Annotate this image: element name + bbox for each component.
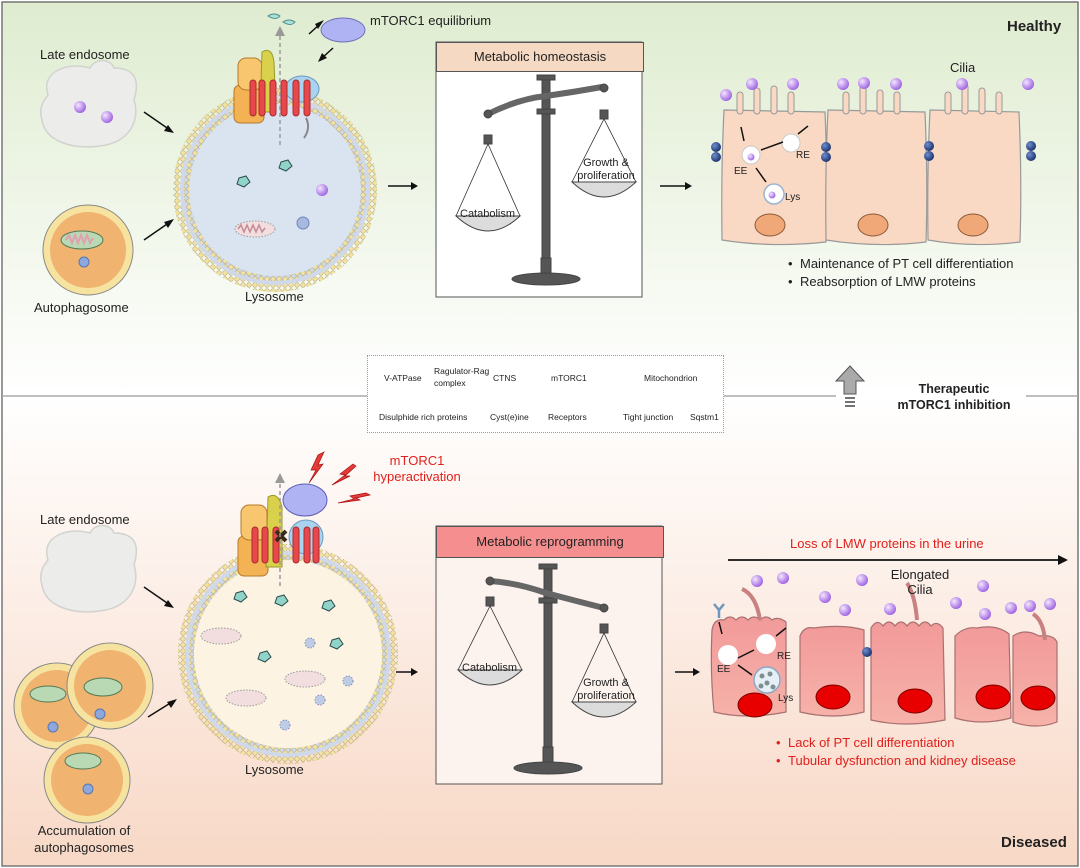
ctns-loss-x-icon — [274, 529, 288, 543]
legend-item-sqstm1: Sqstm1 — [690, 412, 719, 422]
diseased-outcome-item: Lack of PT cell differentiation — [776, 734, 1016, 752]
arrow-autophagosome-to-lysosome — [143, 221, 171, 241]
arrow-endosome-to-lysosome — [143, 111, 171, 131]
diseased-outcomes: Lack of PT cell differentiation Tubular … — [776, 734, 1016, 770]
autophagosome-healthy — [42, 204, 134, 296]
legend-item-cystine: Cyst(e)ine — [490, 412, 529, 422]
therapy-line-1: Therapeutic — [918, 382, 990, 396]
lys-label-healthy: Lys — [785, 192, 801, 203]
tight-junction-diseased — [862, 647, 872, 657]
ee-label-diseased: EE — [717, 664, 731, 675]
legend-item-tight-junction: Tight junction — [623, 412, 674, 422]
late-endosome-label-healthy: Late endosome — [40, 47, 130, 62]
urine-loss-label: Loss of LMW proteins in the urine — [790, 536, 984, 551]
autophagosome-line-2: autophagosomes — [34, 840, 134, 855]
mtorc1-equilibrium-label: mTORC1 equilibrium — [370, 13, 492, 28]
legend-item-disulphide: Disulphide rich proteins — [379, 412, 468, 422]
late-endosome-diseased — [39, 524, 138, 613]
diseased-cell-5 — [1012, 631, 1058, 727]
re-label-healthy: RE — [796, 150, 810, 161]
autophagosome-label-healthy: Autophagosome — [34, 300, 129, 315]
healthy-epithelium — [711, 77, 1036, 246]
ctns — [249, 79, 311, 117]
lysosome-healthy — [173, 13, 377, 292]
legend-item-v-atpase: V-ATPase — [384, 373, 422, 383]
growth-label-healthy: Growth & proliferation — [576, 157, 636, 183]
therapy-label: Therapeutic mTORC1 inhibition — [880, 381, 1028, 413]
lysosome-label-healthy: Lysosome — [245, 289, 304, 304]
growth-label-diseased: Growth & proliferation — [576, 677, 636, 703]
growth-line-1-diseased: Growth & — [583, 677, 629, 689]
cystine-molecule — [278, 159, 293, 172]
healthy-cell-2 — [825, 109, 928, 246]
mtorc1-healthy — [320, 17, 366, 43]
autophagosome-label-diseased: Accumulation of autophagosomes — [24, 822, 144, 856]
hyperactivation-line-2: hyperactivation — [373, 469, 461, 484]
diseased-outcome-item: Tubular dysfunction and kidney disease — [776, 752, 1016, 770]
autophagosome-cluster-diseased — [13, 642, 154, 824]
legend-item-mitochondrion: Mitochondrion — [644, 373, 698, 383]
balance-title-healthy: Metabolic homeostasis — [436, 42, 644, 72]
diseased-cell-4 — [954, 626, 1012, 723]
mtorc1-diseased — [282, 483, 328, 517]
mtorc1-hyperactivation-label: mTORC1 hyperactivation — [362, 453, 472, 485]
re-label-diseased: RE — [777, 651, 791, 662]
receptor-icon-diseased — [713, 603, 725, 618]
lysosome-label-diseased: Lysosome — [245, 762, 304, 777]
balance-scale-diseased — [456, 563, 638, 775]
hyperactivation-line-1: mTORC1 — [389, 453, 445, 468]
lysosome-diseased — [178, 473, 398, 764]
balance-box-healthy — [435, 41, 643, 298]
diseased-panel-label: Diseased — [1001, 834, 1067, 851]
catabolism-label-diseased: Catabolism — [462, 662, 518, 674]
cilia-label-healthy: Cilia — [950, 60, 976, 75]
hyperactivation-bolt-icons — [308, 451, 372, 504]
growth-line-1: Growth & — [583, 157, 629, 169]
late-endosome-healthy — [39, 59, 138, 148]
autophagosome-line-1: Accumulation of — [37, 823, 131, 838]
ee-label-healthy: EE — [734, 166, 748, 177]
elongated-line-1: Elongated — [890, 567, 950, 582]
healthy-outcomes: Maintenance of PT cell differentiation R… — [788, 255, 1013, 291]
balance-scale-healthy — [454, 74, 638, 286]
diseased-epithelium — [710, 572, 1058, 727]
elongated-cilia-label: Elongated Cilia — [880, 567, 960, 597]
healthy-panel-label: Healthy — [1007, 18, 1062, 35]
therapy-line-2: mTORC1 inhibition — [897, 398, 1011, 412]
growth-line-2-diseased: proliferation — [577, 690, 635, 702]
growth-line-2: proliferation — [577, 170, 635, 182]
catabolism-label-healthy: Catabolism — [460, 208, 516, 220]
legend-item-mtorc1: mTORC1 — [551, 373, 587, 383]
legend-item-receptors: Receptors — [548, 412, 587, 422]
healthy-cell-3 — [927, 109, 1022, 246]
legend-item-ctns: CTNS — [493, 373, 517, 383]
healthy-outcome-item: Maintenance of PT cell differentiation — [788, 255, 1013, 273]
elongated-line-2: Cilia — [907, 582, 933, 597]
balance-title-diseased: Metabolic reprogramming — [436, 526, 664, 558]
lys-label-diseased: Lys — [778, 693, 794, 704]
therapy-up-arrow-icon — [834, 365, 866, 407]
late-endosome-label-diseased: Late endosome — [40, 512, 130, 527]
healthy-outcome-item: Reabsorption of LMW proteins — [788, 273, 1013, 291]
